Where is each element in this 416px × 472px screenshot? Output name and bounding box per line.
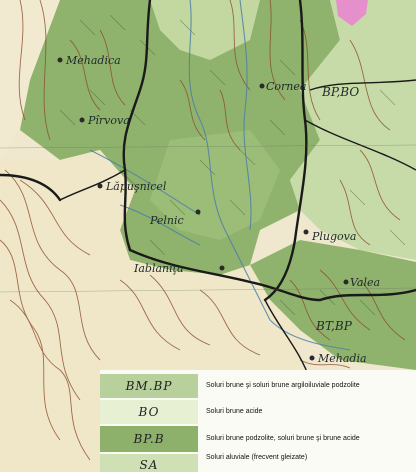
- settlement-dot-pecinisca: [195, 209, 201, 215]
- map-grid: [0, 144, 416, 293]
- legend-label-bm-bp: Soluri brune şi soluri brune argiloiluvi…: [206, 382, 360, 389]
- legend-row-bp-b: BP.B Soluri brune podzolite, soluri brun…: [100, 426, 416, 452]
- settlement-dot-lapusnicel: [97, 183, 103, 189]
- settlement-dot-mehadica: [57, 57, 63, 63]
- settlement-dot-jablanita: [219, 265, 225, 271]
- place-label-lapusnicel: Lăpuşnicel: [105, 180, 167, 193]
- map-code-bt-bp: BT,BP: [315, 319, 353, 333]
- settlement-dot-pirvova: [79, 117, 85, 123]
- roads: [0, 0, 416, 302]
- soil-zone-green-southeast: [250, 240, 416, 370]
- legend-label-bo: Soluri brune acide: [206, 408, 263, 415]
- map-legend: BM.BP Soluri brune şi soluri brune argil…: [100, 370, 416, 472]
- place-label-pirvova: Pîrvova: [87, 114, 130, 127]
- secondary-roads: [59, 79, 416, 381]
- place-label-mehadica: Mehadica: [65, 54, 121, 67]
- legend-row-sa: SA Soluri aluviale (frecvent gleizate): [100, 454, 416, 472]
- settlement-dot-valea: [343, 279, 349, 285]
- legend-swatch-bm-bp: BM.BP: [100, 374, 198, 398]
- settlement-dot-mehadia: [309, 355, 315, 361]
- soil-zone-light-green-north: [150, 0, 260, 60]
- place-label-pecinisca: Pelnic: [149, 214, 184, 227]
- map-code-bp-bo: BP,BO: [321, 85, 359, 99]
- settlement-dot-cornea: [259, 83, 265, 89]
- contour-lines: [0, 0, 406, 461]
- legend-swatch-bp-b: BP.B: [100, 426, 198, 452]
- soil-zone-pink: [336, 0, 368, 26]
- soil-zone-cream-southwest: [0, 150, 300, 472]
- place-label-jablanita: Iablaniţa: [133, 262, 184, 275]
- legend-swatch-sa: SA: [100, 454, 198, 472]
- legend-row-bo: BO Soluri brune acide: [100, 400, 416, 424]
- legend-row-bm-bp: BM.BP Soluri brune şi soluri brune argil…: [100, 374, 416, 398]
- soil-zone-light-green-east: [290, 0, 416, 260]
- settlement-markers: [57, 57, 349, 361]
- legend-swatch-bo: BO: [100, 400, 198, 424]
- rivers: [89, 0, 351, 351]
- place-label-plugova: Plugova: [311, 230, 356, 243]
- place-label-mehadia: Mehadia: [317, 352, 367, 365]
- legend-label-bp-b: Soluri brune podzolite, soluri brune şi …: [206, 435, 360, 442]
- place-label-cornea: Cornea: [266, 80, 306, 93]
- settlement-dot-plugova: [303, 229, 309, 235]
- legend-label-sa: Soluri aluviale (frecvent gleizate): [206, 454, 308, 461]
- place-label-valea: Valea: [350, 276, 380, 289]
